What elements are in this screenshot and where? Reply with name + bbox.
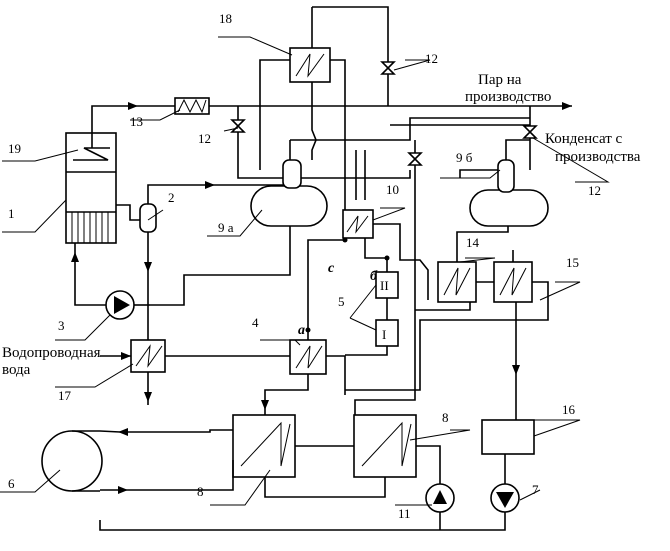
num-11: 11 [398,506,411,521]
stage-1-label: I [382,327,386,342]
num-16: 16 [562,402,576,417]
num-17: 17 [58,388,72,403]
num-18: 18 [219,11,232,26]
label-water-line1: Водопроводная [2,345,101,361]
label-steam-line2: производство [465,89,551,105]
num-8-right: 8 [442,410,449,425]
num-19: 19 [8,141,21,156]
num-15: 15 [566,255,579,270]
label-condensate-line2: производства [555,149,641,165]
pipe-network [41,6,572,531]
point-b: б [370,269,378,284]
point-a: a [298,323,305,338]
num-12-right: 12 [588,183,601,198]
num-12-top: 12 [425,51,438,66]
stage-2-label: II [380,278,389,293]
num-7: 7 [532,482,539,497]
leader-lines [0,36,610,506]
boiler-1 [65,132,117,244]
text-labels: Пар на производство Конденсат с производ… [2,11,641,521]
num-5: 5 [338,294,345,309]
num-9a: 9 а [218,220,234,235]
label-condensate-line1: Конденсат с [545,131,623,147]
num-14: 14 [466,235,480,250]
point-c: c [328,261,335,276]
num-4: 4 [252,315,259,330]
num-8-left: 8 [197,484,204,499]
num-2: 2 [168,190,175,205]
num-1: 1 [8,206,15,221]
label-steam-line1: Пар на [478,72,522,88]
num-9b: 9 б [456,150,473,165]
num-10: 10 [386,182,399,197]
num-12-left: 12 [198,131,211,146]
num-3: 3 [58,318,65,333]
label-water-line2: вода [2,362,31,378]
num-13: 13 [130,114,143,129]
num-6: 6 [8,476,15,491]
